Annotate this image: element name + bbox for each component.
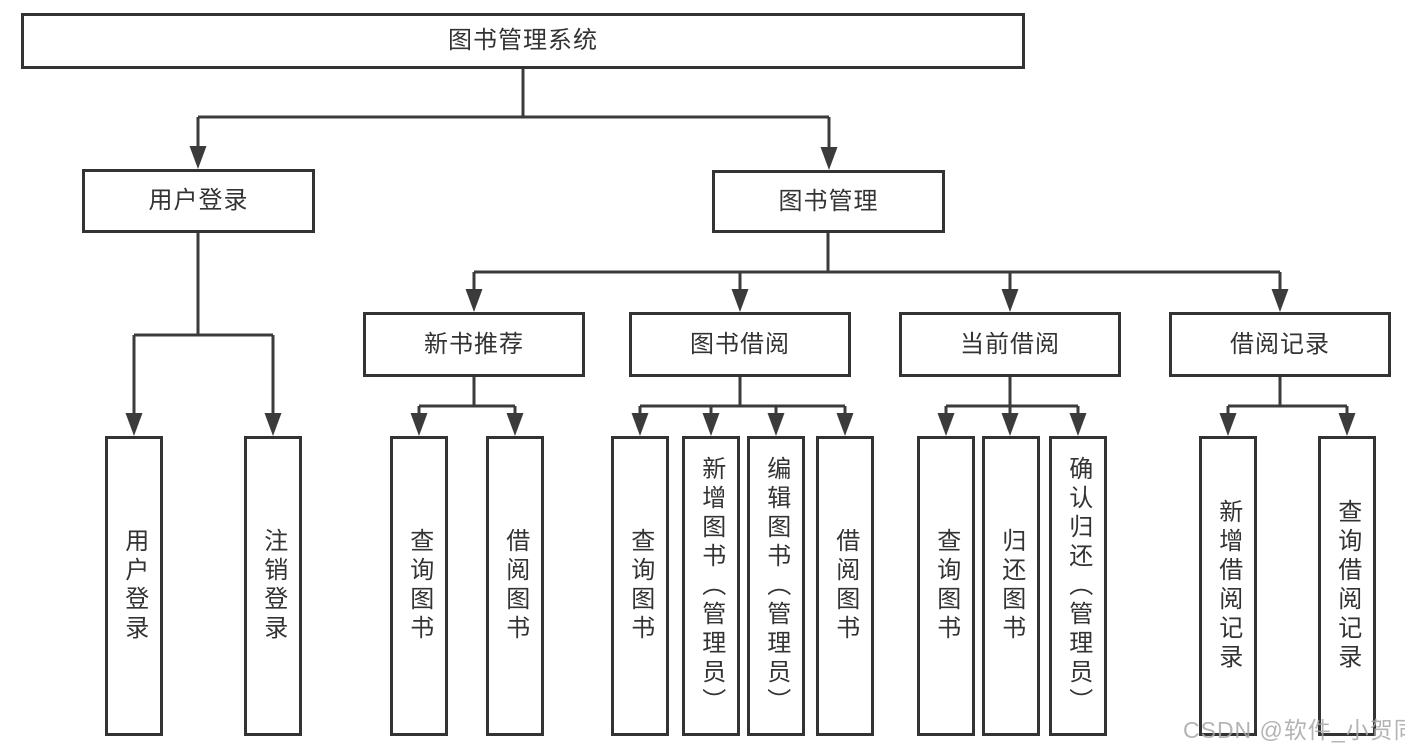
- node-label: 注销登录: [259, 528, 287, 644]
- csdn-watermark: CSDN @软件_小贺同学: [1183, 717, 1405, 743]
- arrow-icon: [465, 289, 483, 312]
- node-borrow-records: 借阅记录: [1169, 312, 1391, 377]
- node-label: 借阅图书: [501, 528, 529, 644]
- node-user-login: 用户登录: [82, 169, 315, 233]
- arrow-icon: [1338, 413, 1356, 436]
- node-new-book-recommend: 新书推荐: [363, 312, 585, 377]
- arrow-icon: [767, 413, 785, 436]
- arrow-icon: [937, 413, 955, 436]
- node-label: 新书推荐: [424, 330, 524, 358]
- node-label: 归还图书: [997, 528, 1025, 644]
- arrow-icon: [1219, 413, 1237, 436]
- arrow-icon: [1001, 413, 1019, 436]
- edge-root-to-level2: [196, 69, 831, 151]
- arrow-icon: [506, 413, 524, 436]
- leaf-query-books-current: 查询图书: [917, 436, 975, 736]
- leaf-query-books-recommend: 查询图书: [390, 436, 448, 736]
- arrow-icon: [1001, 289, 1019, 312]
- node-label: 借阅图书: [831, 528, 859, 644]
- node-label: 查询图书: [932, 528, 960, 644]
- node-label: 用户登录: [120, 528, 148, 644]
- node-book-management-system: 图书管理系统: [21, 13, 1025, 69]
- arrow-icon: [836, 413, 854, 436]
- node-label: 编辑图书（管理员）: [762, 455, 790, 717]
- edge-records-branch: [1226, 377, 1349, 417]
- leaf-add-book-admin: 新增图书（管理员）: [682, 436, 740, 736]
- leaf-return-book: 归还图书: [982, 436, 1040, 736]
- edge-newbook-branch: [417, 377, 517, 417]
- node-label: 当前借阅: [960, 330, 1060, 358]
- arrow-icon: [125, 413, 143, 436]
- node-label: 确认归还（管理员）: [1064, 455, 1092, 717]
- arrow-icon: [631, 413, 649, 436]
- node-label: 查询图书: [626, 528, 654, 644]
- leaf-query-borrow-record: 查询借阅记录: [1318, 436, 1376, 736]
- arrow-icon: [731, 289, 749, 312]
- node-label: 图书管理系统: [448, 27, 598, 55]
- node-label: 查询借阅记录: [1333, 499, 1361, 673]
- node-label: 新增图书（管理员）: [697, 455, 725, 717]
- edge-userlogin-branch: [132, 233, 275, 416]
- arrow-icon: [410, 413, 428, 436]
- arrow-icon: [702, 413, 720, 436]
- node-book-management: 图书管理: [712, 170, 945, 233]
- node-current-borrow: 当前借阅: [899, 312, 1121, 377]
- node-label: 用户登录: [148, 187, 249, 215]
- node-label: 借阅记录: [1230, 330, 1330, 358]
- leaf-confirm-return-admin: 确认归还（管理员）: [1049, 436, 1107, 736]
- node-label: 查询图书: [405, 528, 433, 644]
- leaf-logout: 注销登录: [244, 436, 302, 736]
- arrow-icon: [189, 146, 207, 169]
- leaf-query-books-borrow: 查询图书: [611, 436, 669, 736]
- arrow-icon: [1271, 289, 1289, 312]
- edge-bookborrow-branch: [638, 377, 847, 417]
- leaf-add-borrow-record: 新增借阅记录: [1199, 436, 1257, 736]
- leaf-user-login: 用户登录: [105, 436, 163, 736]
- node-label: 新增借阅记录: [1214, 499, 1242, 673]
- arrow-icon: [820, 147, 838, 170]
- leaf-borrow-books-recommend: 借阅图书: [486, 436, 544, 736]
- arrow-icon: [1069, 413, 1087, 436]
- edge-bookmgmt-branch: [472, 233, 1282, 292]
- leaf-edit-book-admin: 编辑图书（管理员）: [747, 436, 805, 736]
- leaf-borrow-books: 借阅图书: [816, 436, 874, 736]
- edge-currentborrow-branch: [944, 377, 1080, 417]
- node-label: 图书借阅: [690, 330, 790, 358]
- arrowheads: [125, 146, 1356, 436]
- node-label: 图书管理: [778, 187, 879, 215]
- node-book-borrow: 图书借阅: [629, 312, 851, 377]
- arrow-icon: [264, 413, 282, 436]
